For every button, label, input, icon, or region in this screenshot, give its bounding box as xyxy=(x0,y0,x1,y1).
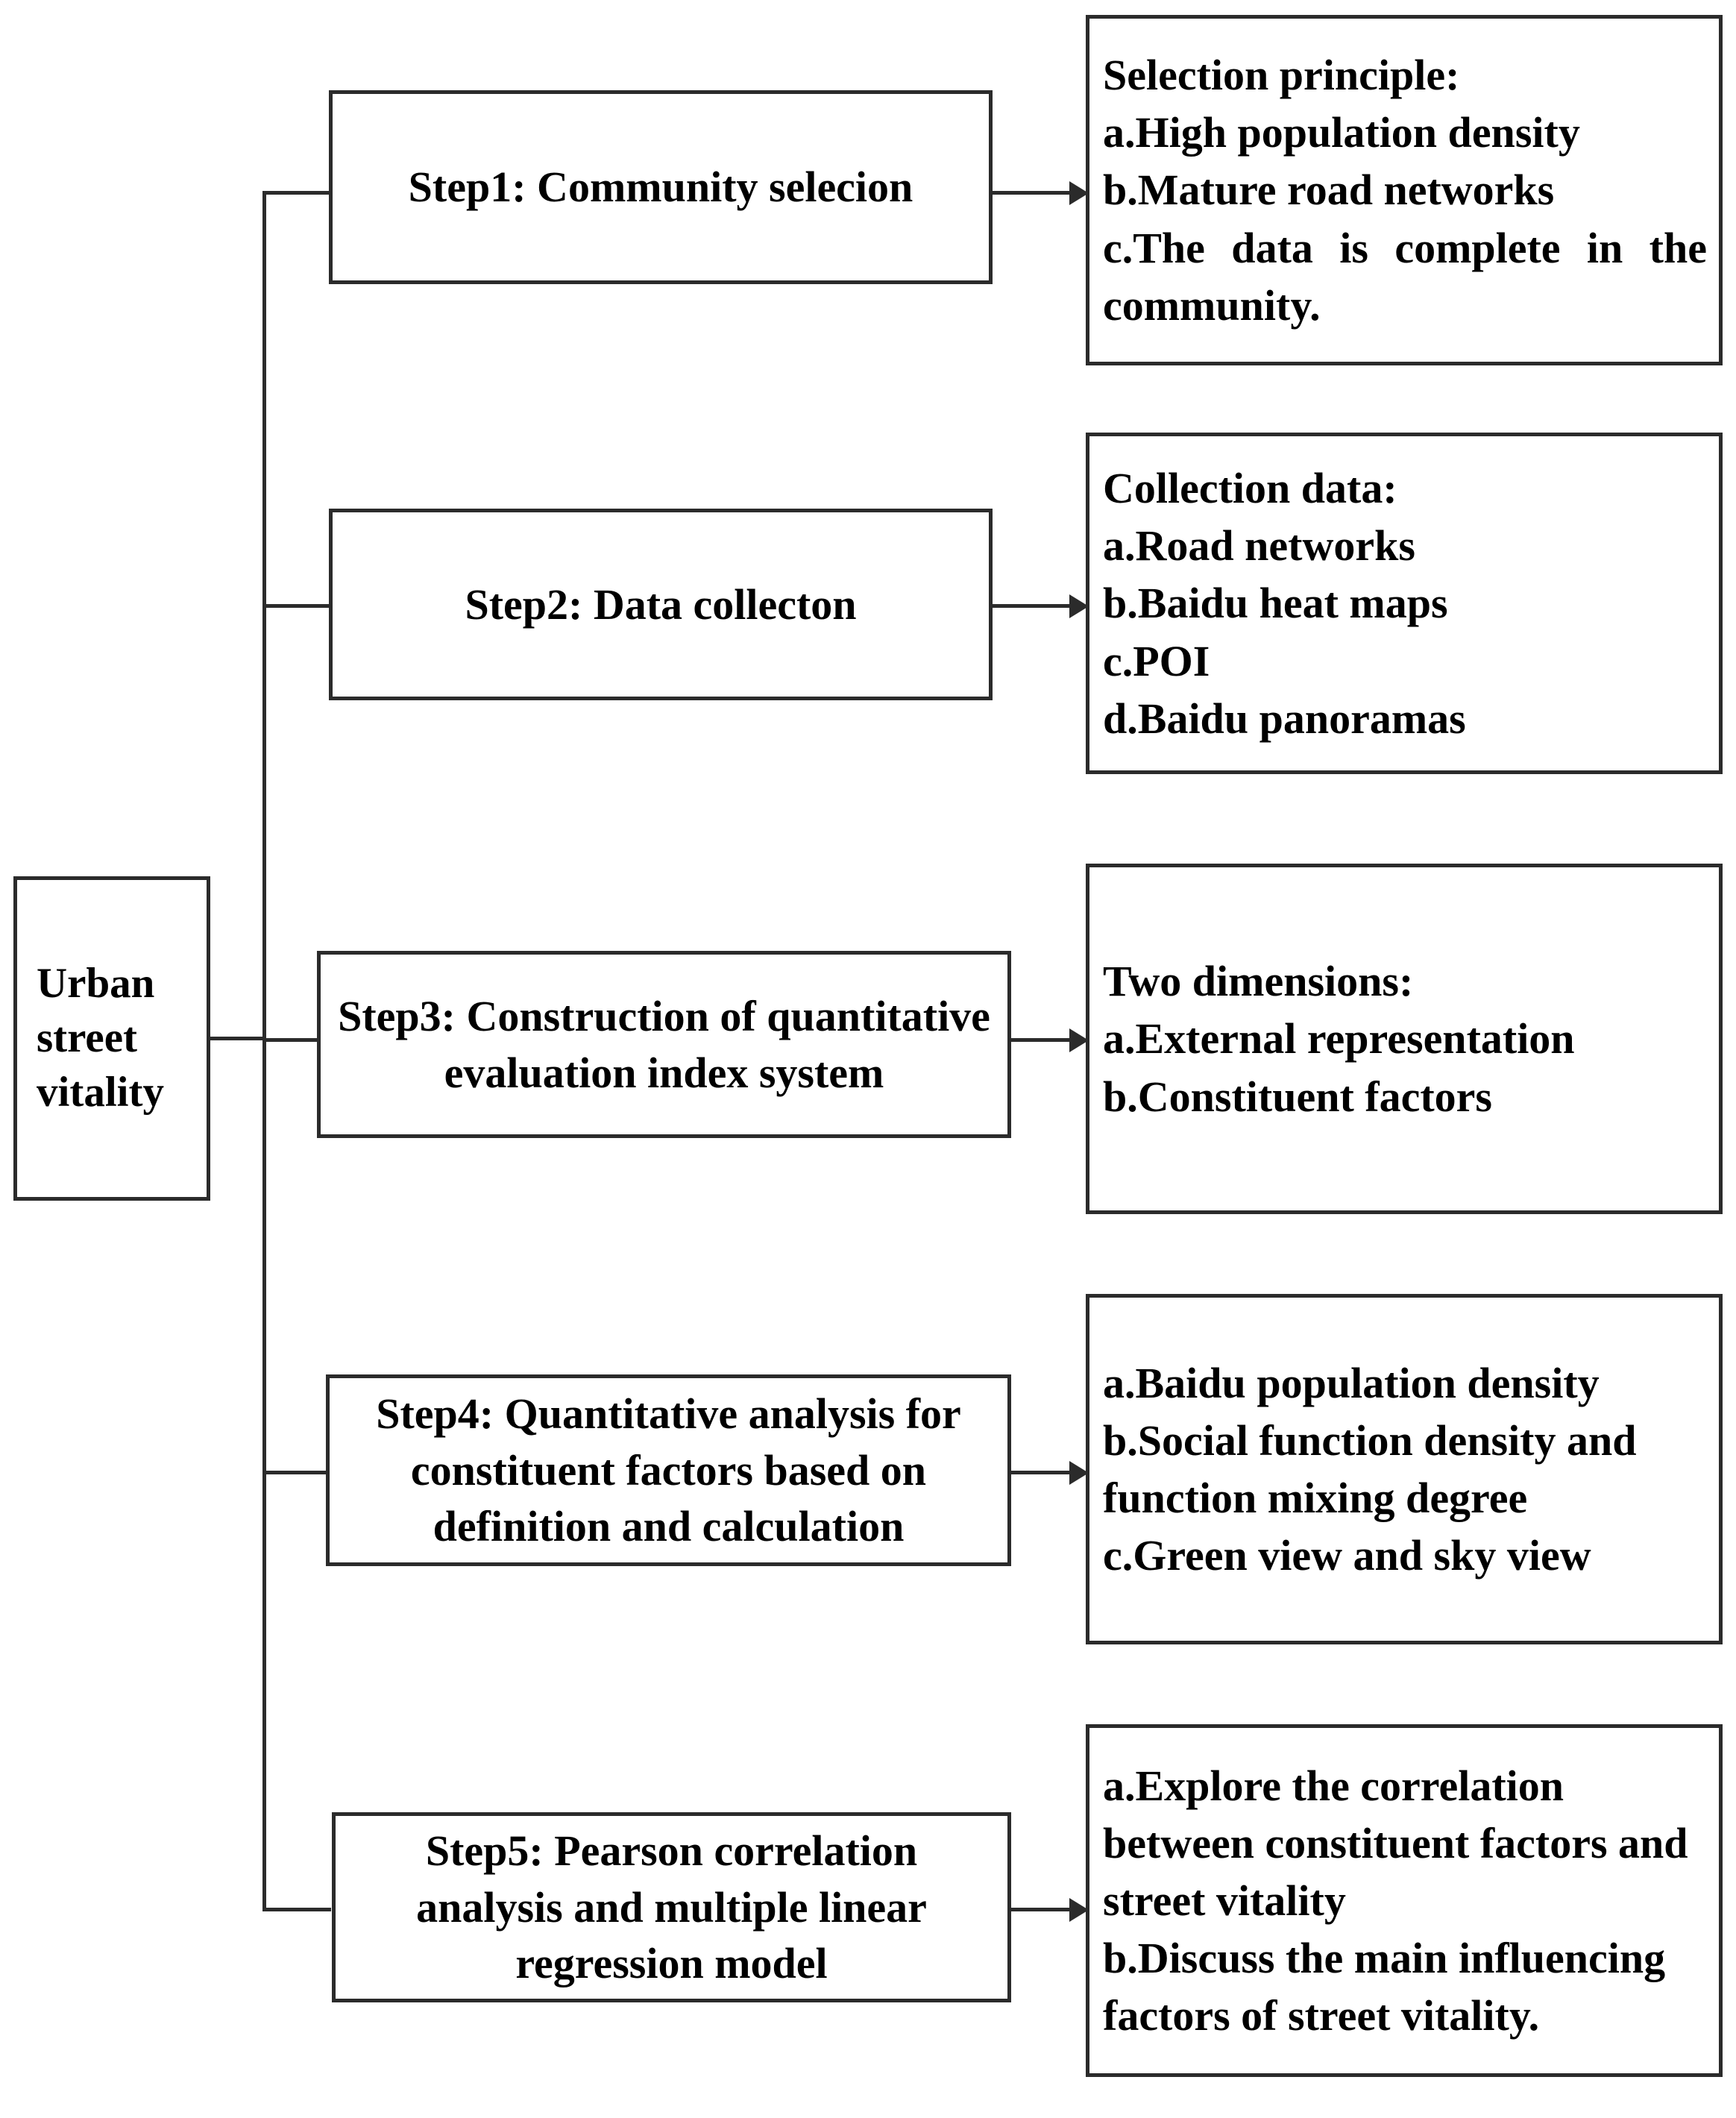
arrow-head-step3 xyxy=(1069,1028,1089,1052)
connector-trunk-to-step4 xyxy=(262,1471,331,1474)
step-box-label-step2: Step2: Data collecton xyxy=(465,579,857,629)
connector-trunk-vertical xyxy=(262,191,266,1911)
step-box-step4: Step4: Quantitative analysis for constit… xyxy=(326,1374,1011,1566)
arrow-line-step5 xyxy=(1011,1908,1075,1911)
detail-panel-step4: a.Baidu population density b.Social func… xyxy=(1086,1294,1723,1644)
detail-panel-step5: a.Explore the correlation between consti… xyxy=(1086,1724,1723,2077)
arrow-line-step4 xyxy=(1011,1471,1075,1474)
detail-panel-step2: Collection data: a.Road networks b.Baidu… xyxy=(1086,433,1723,774)
connector-trunk-to-step2 xyxy=(262,604,331,608)
detail-panel-step1: Selection principle: a.High population d… xyxy=(1086,15,1723,365)
arrow-head-step5 xyxy=(1069,1898,1089,1922)
step-box-step5: Step5: Pearson correlation analysis and … xyxy=(332,1812,1011,2002)
detail-panel-text-step2: Collection data: a.Road networks b.Baidu… xyxy=(1103,464,1466,743)
arrow-head-step4 xyxy=(1069,1461,1089,1485)
detail-panel-text-step3: Two dimensions: a.External representatio… xyxy=(1103,957,1575,1121)
root-node-urban-street-vitality: Urban street vitality xyxy=(13,876,210,1201)
arrow-head-step2 xyxy=(1069,594,1089,618)
arrow-line-step2 xyxy=(993,604,1075,608)
arrow-line-step1 xyxy=(993,191,1075,195)
root-node-label: Urban street vitality xyxy=(37,960,164,1116)
step-box-step1: Step1: Community selecion xyxy=(329,90,993,284)
step-box-label-step3: Step3: Construction of quantitative eval… xyxy=(338,992,990,1097)
detail-panel-text-step5: a.Explore the correlation between consti… xyxy=(1103,1761,1688,2040)
step-box-label-step1: Step1: Community selecion xyxy=(408,163,913,212)
step-box-label-step4: Step4: Quantitative analysis for constit… xyxy=(376,1389,961,1551)
connector-root-to-trunk xyxy=(210,1037,266,1040)
detail-panel-text-step4: a.Baidu population density b.Social func… xyxy=(1103,1358,1637,1580)
connector-trunk-to-step1 xyxy=(262,191,331,195)
step-box-label-step5: Step5: Pearson correlation analysis and … xyxy=(416,1826,927,1988)
step-box-step2: Step2: Data collecton xyxy=(329,509,993,700)
detail-panel-text-step1: Selection principle: a.High population d… xyxy=(1103,51,1707,330)
detail-panel-step3: Two dimensions: a.External representatio… xyxy=(1086,864,1723,1214)
arrow-line-step3 xyxy=(1011,1038,1075,1042)
connector-trunk-to-step3 xyxy=(262,1038,331,1042)
connector-trunk-to-step5 xyxy=(262,1908,331,1911)
arrow-head-step1 xyxy=(1069,181,1089,205)
step-box-step3: Step3: Construction of quantitative eval… xyxy=(317,951,1011,1138)
